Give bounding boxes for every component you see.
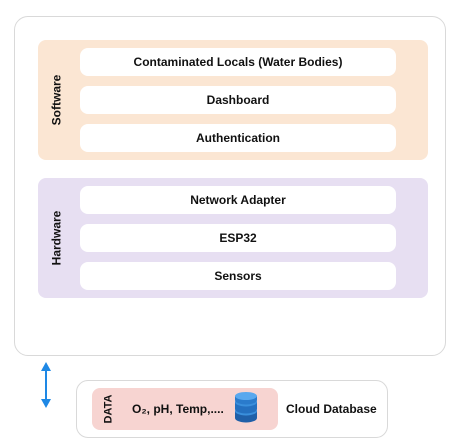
cloud-database-label: Cloud Database (286, 402, 377, 416)
database-icon (235, 392, 257, 423)
hardware-layer: Hardware Network Adapter ESP32 Sensors (38, 178, 428, 298)
software-label: Software (49, 74, 63, 126)
hardware-label: Hardware (49, 210, 64, 266)
data-label: DATA (102, 394, 115, 424)
network-adapter-box: Network Adapter (80, 186, 396, 214)
bidirectional-arrow-icon (41, 362, 51, 408)
data-values: O₂, pH, Temp,.... (132, 402, 224, 416)
dashboard-box: Dashboard (80, 86, 396, 114)
authentication-box: Authentication (80, 124, 396, 152)
sensors-box: Sensors (80, 262, 396, 290)
esp32-box: ESP32 (80, 224, 396, 252)
contaminated-locals-box: Contaminated Locals (Water Bodies) (80, 48, 396, 76)
software-layer: Software Contaminated Locals (Water Bodi… (38, 40, 428, 160)
